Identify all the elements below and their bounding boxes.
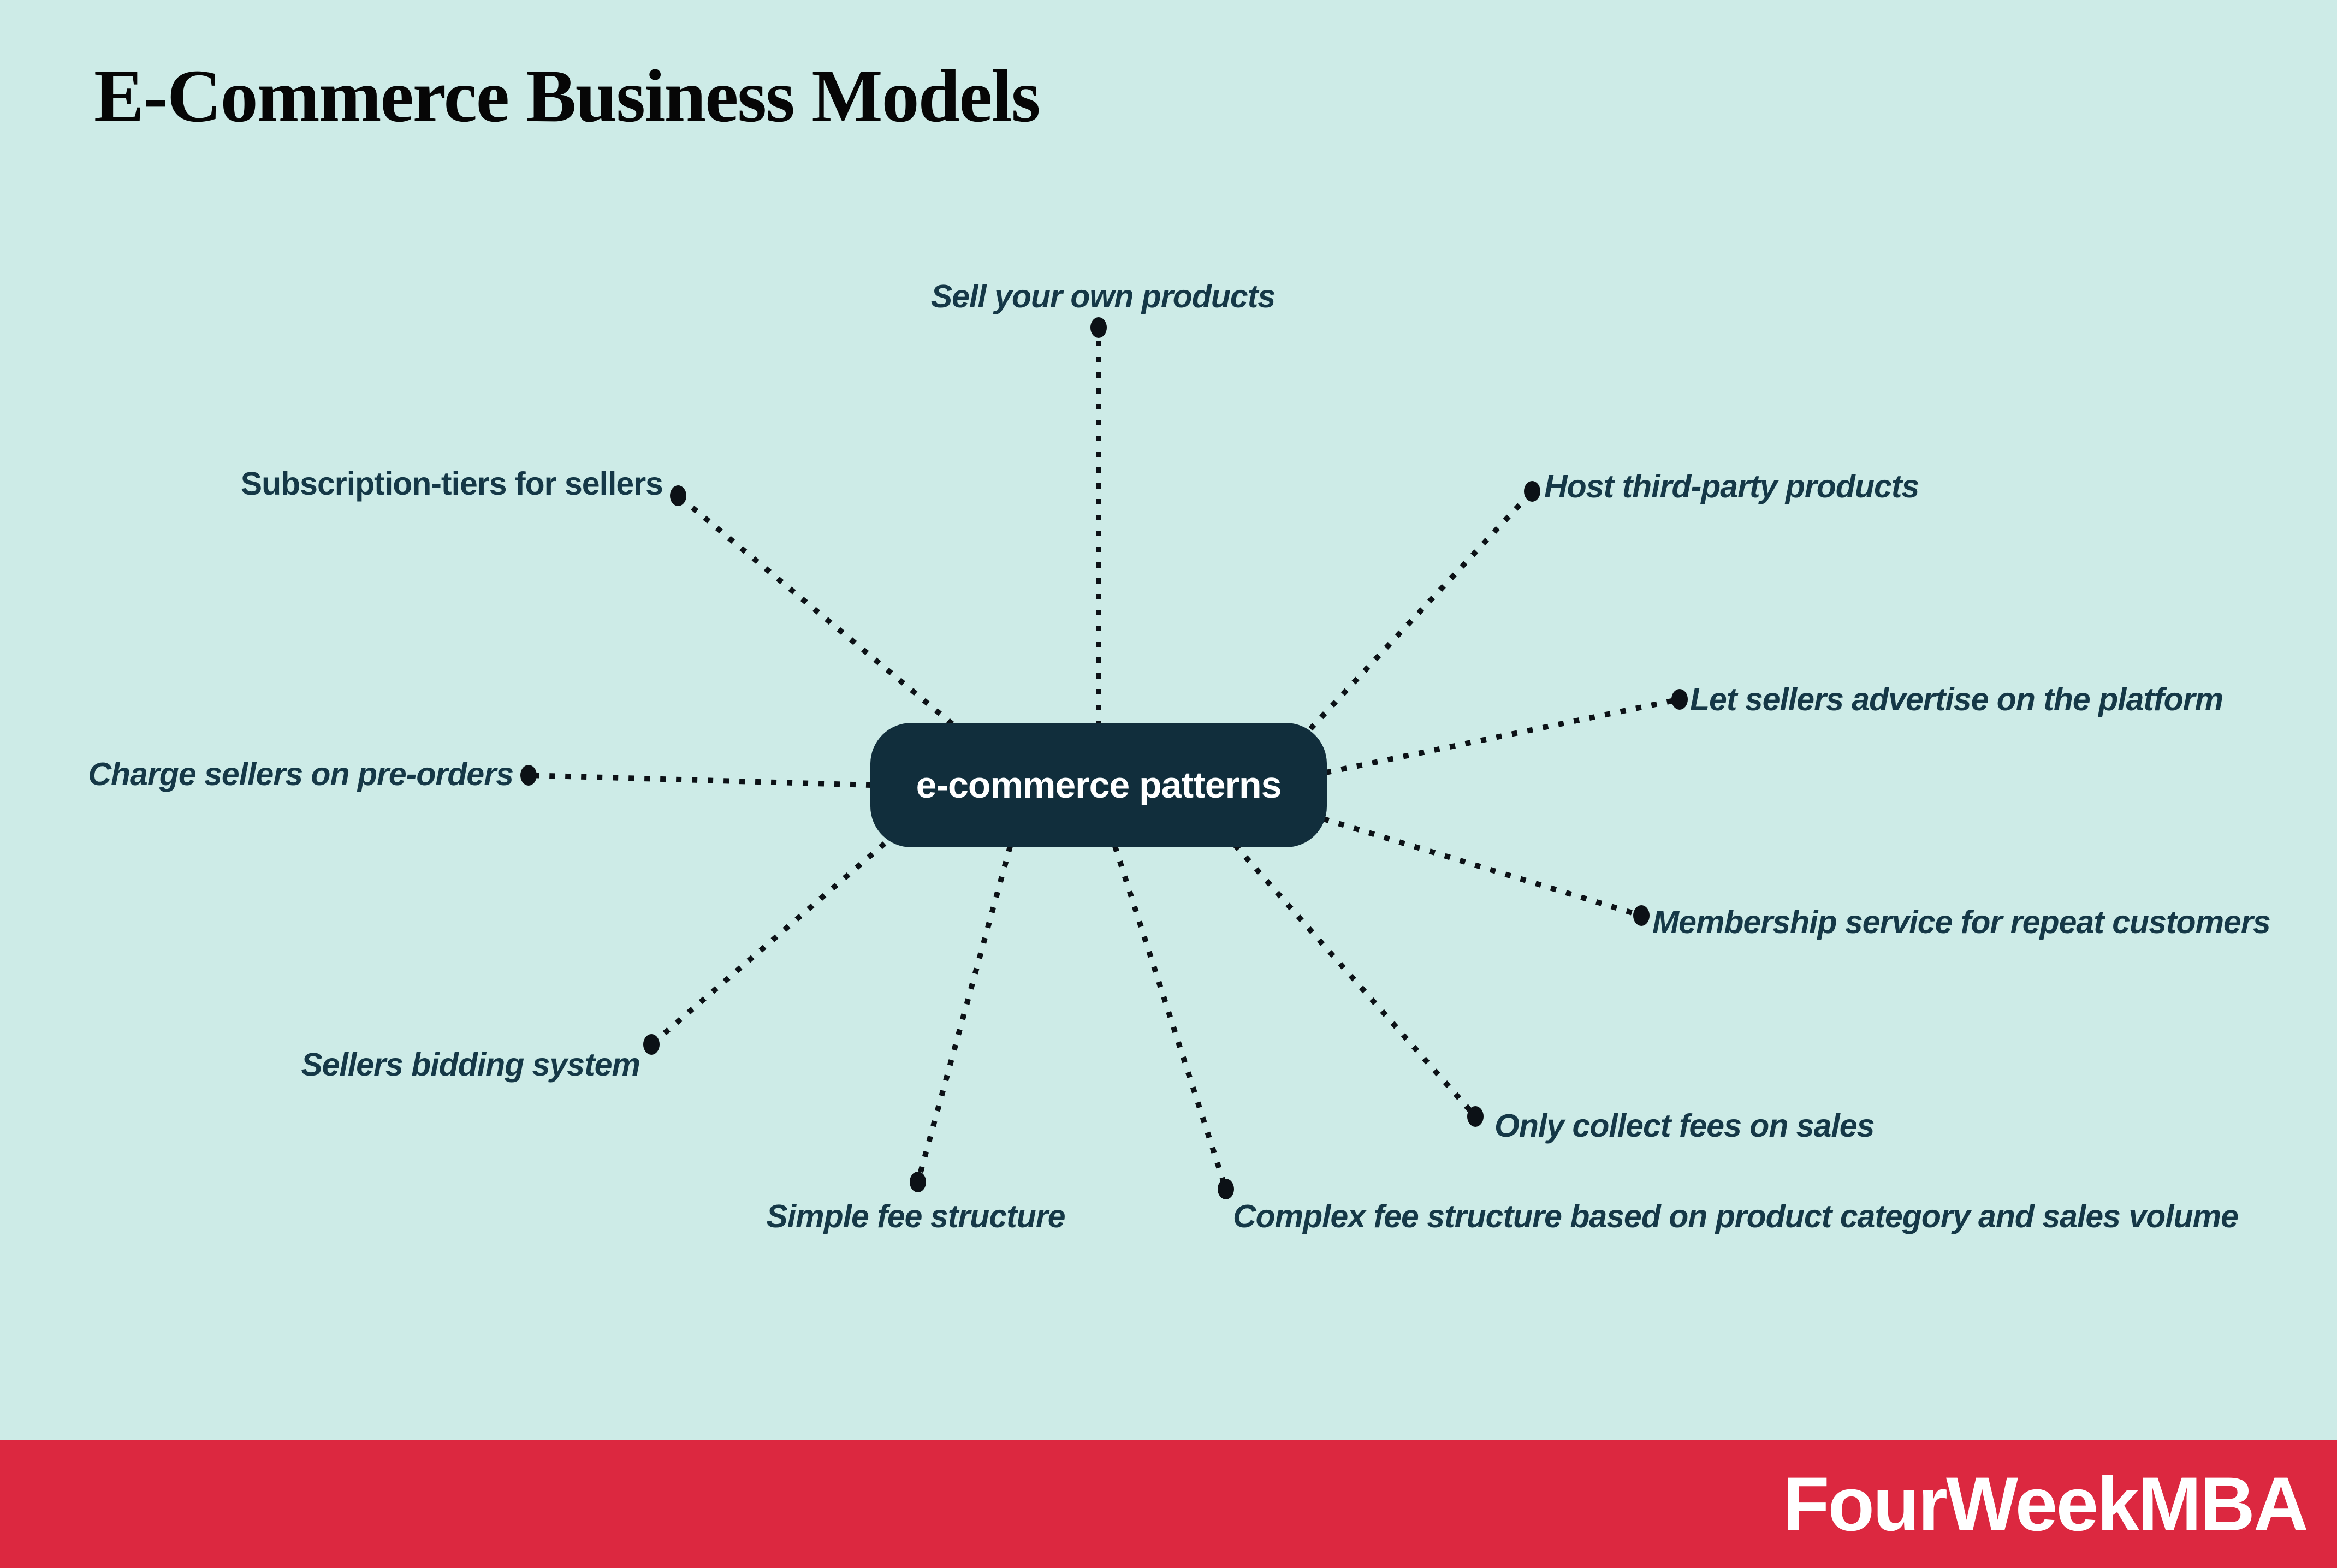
spoke-label-complex-fee: Complex fee structure based on product c…	[1233, 1198, 2239, 1234]
spoke-line-sellers-bidding	[649, 841, 887, 1047]
spoke-line-sellers-advertise	[1325, 697, 1681, 775]
center-node: e-commerce patterns	[870, 723, 1327, 847]
spoke-line-complex-fee	[1112, 845, 1229, 1190]
spoke-dot-simple-fee	[910, 1172, 926, 1192]
spoke-dot-sellers-advertise	[1671, 689, 1688, 710]
spoke-dot-complex-fee	[1218, 1179, 1234, 1199]
page-title: E-Commerce Business Models	[94, 54, 1041, 138]
brand-logo: FourWeekMBA	[1782, 1460, 2309, 1547]
spoke-dot-host-third-party	[1524, 481, 1540, 502]
spoke-dot-subscription-tiers	[670, 485, 686, 506]
spoke-label-sellers-advertise: Let sellers advertise on the platform	[1690, 681, 2223, 717]
spoke-label-simple-fee: Simple fee structure	[766, 1198, 1065, 1234]
spoke-label-collect-fees: Only collect fees on sales	[1494, 1108, 1875, 1144]
spoke-label-membership-service: Membership service for repeat customers	[1652, 904, 2271, 940]
spoke-line-host-third-party	[1308, 489, 1534, 731]
spoke-dot-collect-fees	[1467, 1106, 1484, 1127]
spoke-label-subscription-tiers: Subscription-tiers for sellers	[240, 466, 663, 502]
spoke-line-membership-service	[1322, 816, 1642, 918]
spoke-label-sell-own-products: Sell your own products	[930, 278, 1276, 314]
spoke-label-charge-preorders: Charge sellers on pre-orders	[88, 756, 514, 792]
spoke-line-charge-preorders	[528, 773, 872, 788]
footer-bar: FourWeekMBA	[0, 1440, 2337, 1568]
center-node-label: e-commerce patterns	[916, 764, 1282, 806]
spoke-dot-membership-service	[1633, 905, 1650, 926]
spoke-dot-sell-own-products	[1090, 317, 1107, 338]
spoke-line-simple-fee	[915, 845, 1013, 1183]
spoke-dot-sellers-bidding	[643, 1034, 660, 1055]
spoke-line-collect-fees	[1233, 843, 1478, 1119]
spoke-label-host-third-party: Host third-party products	[1544, 468, 1919, 504]
spoke-line-subscription-tiers	[676, 494, 954, 726]
spoke-label-sellers-bidding: Sellers bidding system	[301, 1047, 640, 1083]
spoke-dot-charge-preorders	[520, 765, 537, 786]
